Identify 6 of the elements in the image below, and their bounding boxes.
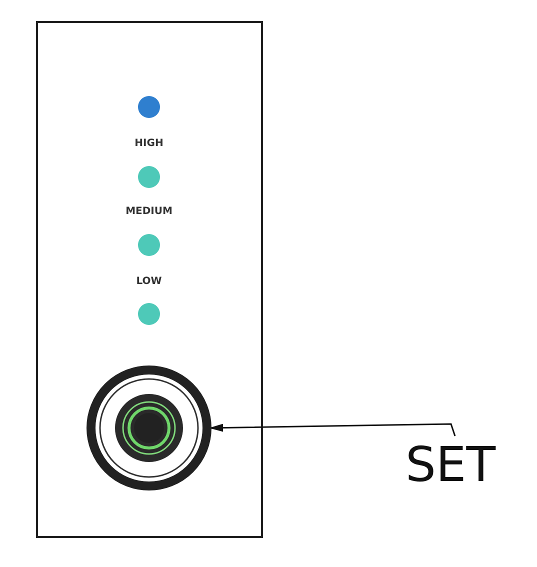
push-button xyxy=(86,365,212,491)
led-label: HIGH xyxy=(134,138,164,149)
led-label: LOW xyxy=(135,276,163,287)
leader-line xyxy=(209,423,456,436)
led-label: MEDIUM xyxy=(124,206,174,217)
callout-label: SET xyxy=(398,438,503,492)
